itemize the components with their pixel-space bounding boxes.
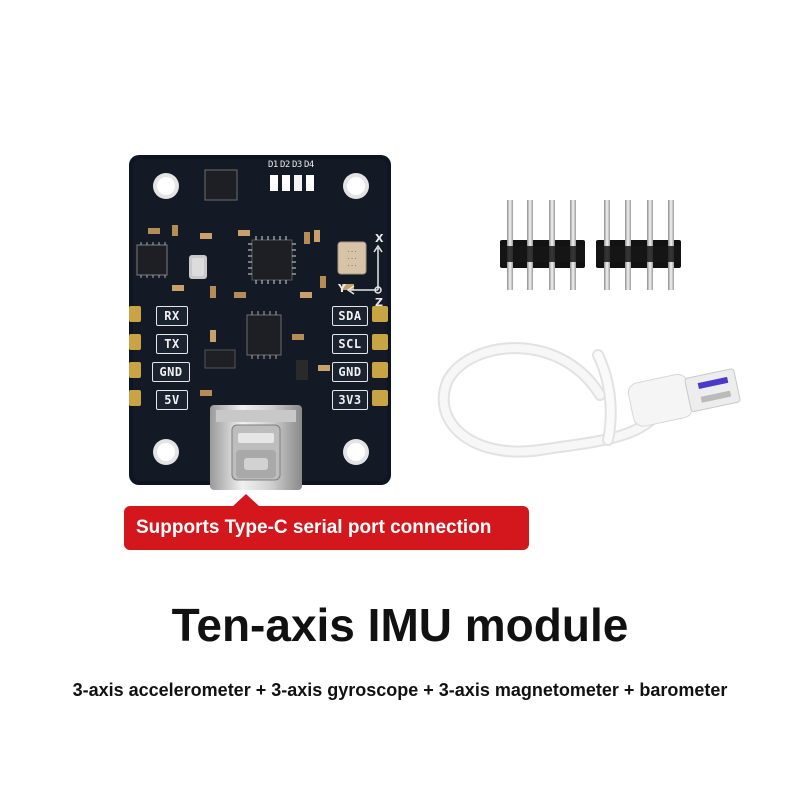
usb-c-connector [210, 405, 302, 490]
right-gold-pads [372, 306, 388, 406]
passive-components [148, 225, 354, 396]
mcu-chip [248, 236, 296, 284]
magnetometer-chip [189, 255, 207, 279]
type-c-callout-banner: Supports Type-C serial port connection [124, 506, 529, 550]
pin-label-gnd-left: GND [152, 362, 190, 382]
led-label-d3: D3 [292, 160, 302, 170]
barometer-marking: ... ... ... [340, 247, 364, 268]
barometer-marking-line-3: ... [346, 261, 358, 268]
axis-label-y: Y [338, 282, 346, 295]
imu-sensor-chip [136, 242, 168, 278]
product-features-subtitle: 3-axis accelerometer + 3-axis gyroscope … [72, 680, 728, 700]
pin-header-left [500, 200, 585, 290]
left-gold-pads [129, 306, 141, 406]
axis-diagram [346, 244, 383, 295]
usb-cable [437, 342, 741, 458]
pin-label-scl: SCL [332, 334, 368, 354]
barometer-chip [337, 241, 367, 275]
imu-circuit-board [129, 155, 391, 490]
pin-label-gnd-right: GND [332, 362, 368, 382]
pin-header-right [596, 200, 681, 290]
pin-label-5v: 5V [156, 390, 188, 410]
pin-label-sda: SDA [332, 306, 368, 326]
barometer-marking-line-2: ... [346, 254, 358, 261]
axis-label-x: X [375, 232, 384, 245]
pin-label-3v3: 3V3 [332, 390, 368, 410]
mounting-holes [153, 173, 369, 465]
regulator-chip [204, 169, 238, 201]
product-title: Ten-axis IMU module [171, 599, 629, 651]
usb-serial-chip [246, 311, 282, 359]
pin-label-tx: TX [156, 334, 188, 354]
led-label-d2: D2 [280, 160, 290, 170]
barometer-marking-line-1: ... [346, 247, 358, 254]
status-leds [270, 175, 314, 191]
led-label-d1: D1 [268, 160, 278, 170]
led-label-d4: D4 [304, 160, 314, 170]
pin-label-rx: RX [156, 306, 188, 326]
banner-pointer [232, 494, 260, 507]
axis-label-z: Z [375, 296, 383, 309]
